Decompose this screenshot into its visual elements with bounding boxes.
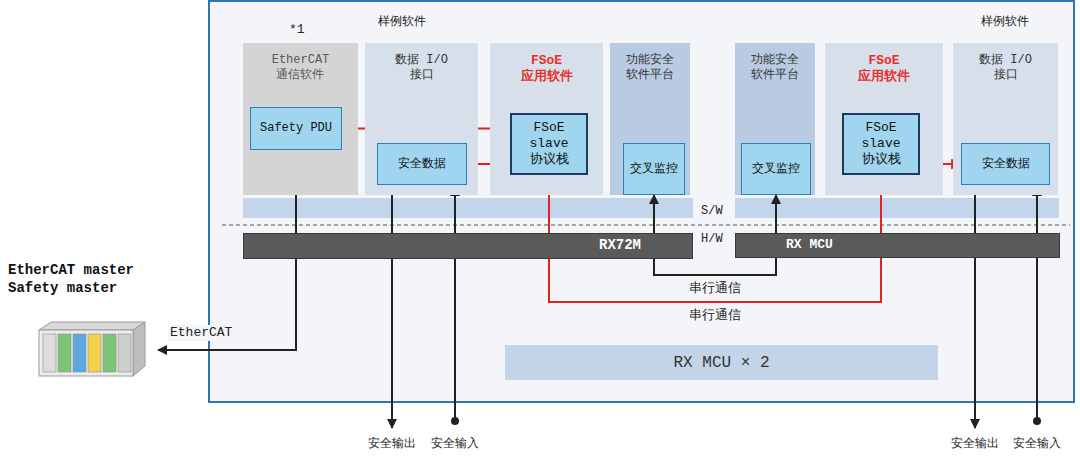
terminal-dot xyxy=(1033,417,1041,425)
software-column: 数据 I/O 接口安全数据 xyxy=(365,43,478,195)
data-box: Safety PDU xyxy=(250,107,342,150)
data-box: 安全数据 xyxy=(961,143,1050,185)
sw-band xyxy=(243,198,693,218)
signal-label: 安全输出 xyxy=(949,437,1001,451)
connector-label: 串行通信 xyxy=(687,281,743,297)
software-column: FSoE 应用软件 FSoE slave 协议栈 xyxy=(490,43,603,195)
platform-column-text: 功能安全 软件平台 xyxy=(626,53,674,83)
safety-output-line xyxy=(391,186,393,428)
data-box-text: Safety PDU xyxy=(260,121,332,136)
software-column: EtherCAT 通信软件 Safety PDU xyxy=(243,43,358,195)
protocol-stack-box: FSoE slave 协议栈 xyxy=(510,113,588,175)
connector-label: 串行通信 xyxy=(687,308,743,324)
software-column-text: EtherCAT 通信软件 xyxy=(272,53,330,83)
software-column: 数据 I/O 接口安全数据 xyxy=(953,43,1058,195)
protocol-stack-box: FSoE slave 协议栈 xyxy=(842,113,920,175)
safety-output-line xyxy=(974,186,976,428)
monitor-box: 交叉监控 xyxy=(623,143,685,195)
layer-label: H/W xyxy=(699,232,725,246)
monitor-box-text: 交叉监控 xyxy=(752,162,800,177)
monitor-box: 交叉监控 xyxy=(741,143,811,195)
mcu-bar: RX72M xyxy=(243,233,693,259)
mcu-box-text: RX MCU × 2 xyxy=(673,353,769,373)
footnote-mark: *1 xyxy=(287,22,307,38)
platform-column: 功能安全 软件平台交叉监控 xyxy=(610,43,690,195)
plc-icon xyxy=(35,320,147,380)
master-device-text: EtherCAT master Safety master xyxy=(8,262,148,297)
layer-label: S/W xyxy=(699,204,725,218)
safety-input-line xyxy=(1036,187,1038,421)
signal-label: 安全输出 xyxy=(366,437,418,451)
platform-column: 功能安全 软件平台交叉监控 xyxy=(735,43,815,195)
software-column-text: 数据 I/O 接口 xyxy=(392,53,452,83)
protocol-stack-box-text: FSoE slave 协议栈 xyxy=(862,120,901,169)
group-label: 样例软件 xyxy=(979,15,1031,29)
sw-band xyxy=(735,198,1059,218)
software-column-text: 数据 I/O 接口 xyxy=(976,53,1036,83)
data-box-text: 安全数据 xyxy=(982,157,1030,172)
monitor-box-text: 交叉监控 xyxy=(630,162,678,177)
terminal-dot xyxy=(451,417,459,425)
data-box-text: 安全数据 xyxy=(398,157,446,172)
signal-label: 安全输入 xyxy=(1011,437,1063,451)
mcu-bar: RX MCU xyxy=(735,233,1060,258)
sw-hw-divider xyxy=(222,225,1070,226)
safety-input-line xyxy=(454,187,456,421)
software-column-text: FSoE 应用软件 xyxy=(521,53,573,86)
mcu-bar-text: RX MCU xyxy=(786,237,833,253)
data-box: 安全数据 xyxy=(377,143,467,185)
group-label: 样例软件 xyxy=(376,15,428,29)
mcu-bar-text: RX72M xyxy=(599,237,641,255)
platform-column-text: 功能安全 软件平台 xyxy=(751,53,799,83)
board-frame xyxy=(209,1,1074,402)
protocol-stack-box-text: FSoE slave 协议栈 xyxy=(530,120,569,169)
master-device: EtherCAT master Safety master xyxy=(8,262,158,384)
software-column: FSoE 应用软件 FSoE slave 协议栈 xyxy=(825,43,943,195)
software-column-text: FSoE 应用软件 xyxy=(858,53,910,86)
connector-label: EtherCAT xyxy=(168,325,234,341)
mcu-box: RX MCU × 2 xyxy=(505,345,938,380)
signal-label: 安全输入 xyxy=(429,437,481,451)
